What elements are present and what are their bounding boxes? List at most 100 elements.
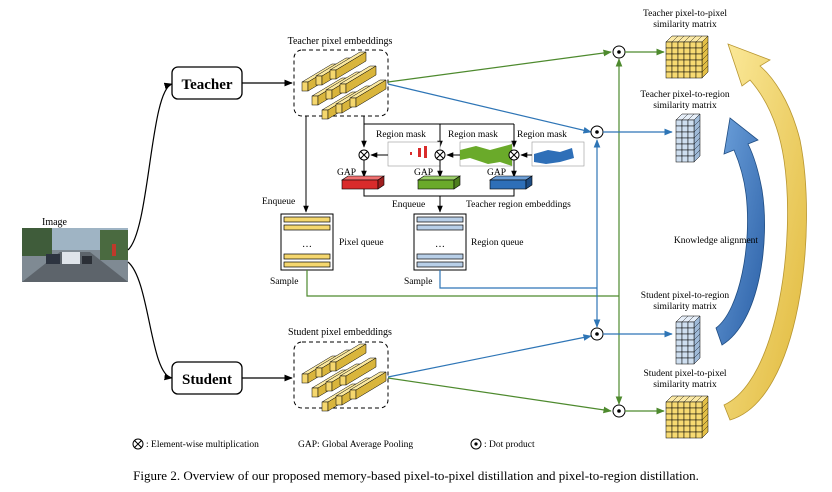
matrix-cell: [671, 41, 679, 49]
matrix-cell: [665, 47, 673, 55]
matrix-cell: [665, 59, 673, 67]
matrix-cell: [689, 431, 697, 439]
gap-label-3: GAP: [487, 168, 506, 178]
t-p2r-title-1: Teacher pixel-to-region: [640, 90, 730, 100]
matrix-cell: [675, 131, 683, 139]
matrix-cell: [683, 419, 691, 427]
matrix-cell: [681, 327, 689, 335]
enqueue-label-region: Enqueue: [392, 200, 425, 210]
matrix-cell: [677, 425, 685, 433]
region-mask-label-2: Region mask: [448, 130, 498, 140]
matrix-side-face: [693, 315, 701, 365]
region-bracket: [363, 189, 515, 197]
embedding-bar: [349, 371, 387, 400]
matrix-cell: [687, 143, 695, 151]
matrix-cell: [689, 65, 697, 73]
matrix-cell: [695, 47, 703, 55]
matrix-cell: [695, 431, 703, 439]
s-p2p-title-1: Student pixel-to-pixel: [643, 369, 726, 379]
embedding-bar: [339, 357, 377, 386]
teacher-embeddings-label: Teacher pixel embeddings: [288, 36, 393, 47]
region-mask-blue: [531, 141, 585, 167]
teacher-region-embeddings-label: Teacher region embeddings: [466, 200, 571, 210]
student-p2p-matrix: [665, 395, 709, 439]
student-label: Student: [182, 372, 232, 388]
matrix-cell: [683, 71, 691, 79]
matrix-cell: [681, 351, 689, 359]
matrix-cell: [677, 431, 685, 439]
input-image: Image: [22, 217, 128, 282]
alignment-arrow-blue: [715, 117, 765, 346]
embedding-bar: [339, 65, 377, 94]
matrix-cell: [683, 413, 691, 421]
arrow-image-to-student: [127, 261, 173, 381]
matrix-cell: [675, 339, 683, 347]
matrix-cell: [677, 59, 685, 67]
matrix-cell: [677, 41, 685, 49]
student-embeddings-cube: [301, 343, 387, 412]
matrix-cell: [687, 351, 695, 359]
matrix-cell: [689, 41, 697, 49]
teacher-box: Teacher: [171, 66, 243, 100]
matrix-cell: [665, 413, 673, 421]
matrix-cell: [683, 41, 691, 49]
s-p2p-title-2: similarity matrix: [653, 380, 717, 390]
pixel-queue-label: Pixel queue: [339, 238, 384, 248]
region-mask-label-3: Region mask: [517, 130, 567, 140]
matrix-cell: [695, 401, 703, 409]
matrix-cell: [675, 155, 683, 163]
pixel-queue: …: [280, 213, 334, 271]
matrix-cell: [671, 431, 679, 439]
matrix-cell: [695, 425, 703, 433]
student-p2r-matrix: [675, 315, 701, 365]
matrix-cell: [675, 345, 683, 353]
matrix-cell: [681, 119, 689, 127]
matrix-cell: [675, 119, 683, 127]
dot-product-icon: [612, 404, 626, 418]
matrix-cell: [683, 401, 691, 409]
matrix-cell: [677, 65, 685, 73]
matrix-cell: [671, 65, 679, 73]
matrix-cell: [681, 155, 689, 163]
matrix-cell: [681, 333, 689, 341]
matrix-cell: [687, 327, 695, 335]
region-mask-red: [387, 141, 441, 167]
dot-product-icon: [590, 327, 604, 341]
matrix-cell: [683, 425, 691, 433]
teacher-embeddings-cube: [301, 51, 387, 120]
s-p2r-title-2: similarity matrix: [653, 302, 717, 312]
matrix-cell: [675, 333, 683, 341]
matrix-cell: [689, 425, 697, 433]
matrix-cell: [681, 143, 689, 151]
matrix-cell: [681, 345, 689, 353]
region-embedding-red: [341, 175, 385, 190]
legend: : Element-wise multiplication GAP: Globa…: [132, 438, 535, 450]
matrix-cell: [675, 137, 683, 145]
matrix-cell: [687, 333, 695, 341]
matrix-cell: [695, 53, 703, 61]
teacher-p2r-matrix: [675, 113, 701, 163]
multiply-icon: [358, 149, 370, 161]
figure-caption: Figure 2. Overview of our proposed memor…: [133, 468, 699, 483]
matrix-cell: [687, 125, 695, 133]
matrix-cell: [695, 59, 703, 67]
arrow-student-to-s-p2r: [387, 334, 592, 378]
matrix-cell: [675, 149, 683, 157]
matrix-cell: [675, 351, 683, 359]
teacher-label: Teacher: [181, 77, 232, 93]
matrix-cell: [665, 401, 673, 409]
matrix-cell: [677, 71, 685, 79]
matrix-cell: [671, 419, 679, 427]
matrix-cell: [665, 53, 673, 61]
matrix-cell: [665, 419, 673, 427]
matrix-cell: [681, 137, 689, 145]
matrix-cell: [671, 47, 679, 55]
region-embedding-blue: [489, 175, 533, 190]
matrix-cell: [695, 71, 703, 79]
matrix-cell: [665, 431, 673, 439]
matrix-cell: [687, 339, 695, 347]
matrix-cell: [675, 321, 683, 329]
matrix-cell: [689, 53, 697, 61]
matrix-cell: [677, 401, 685, 409]
